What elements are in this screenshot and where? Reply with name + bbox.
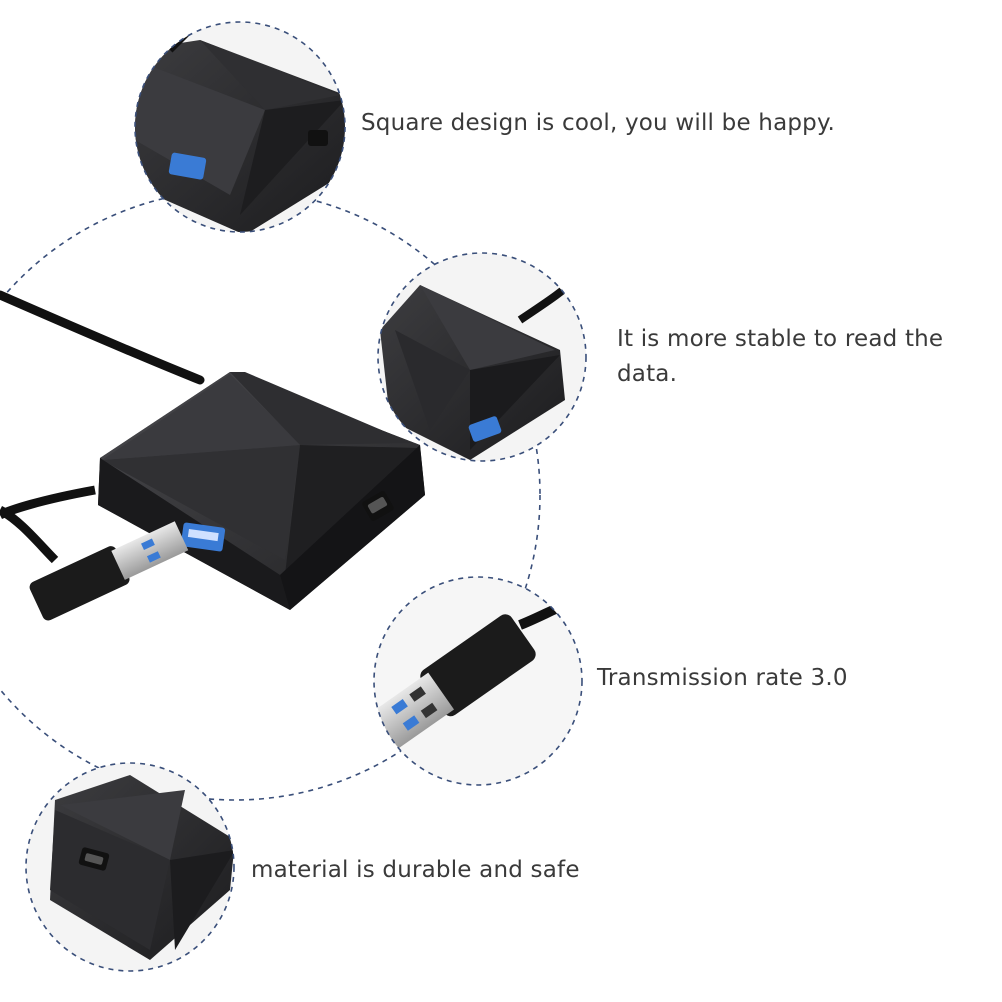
feature-caption-stability: It is more stable to read the data. [617,326,944,387]
main-dashed-outline [0,189,541,801]
main-usb-hub [0,290,425,621]
detail-circle-corner [25,762,235,972]
feature-caption-material: material is durable and safe [251,857,580,883]
feature-caption-design: Square design is cool, you will be happy… [361,110,836,136]
detail-circle-plug [373,576,583,786]
detail-circle-side [377,252,587,462]
feature-caption-transmission: Transmission rate 3.0 [597,665,848,691]
detail-circle-top [134,21,346,233]
